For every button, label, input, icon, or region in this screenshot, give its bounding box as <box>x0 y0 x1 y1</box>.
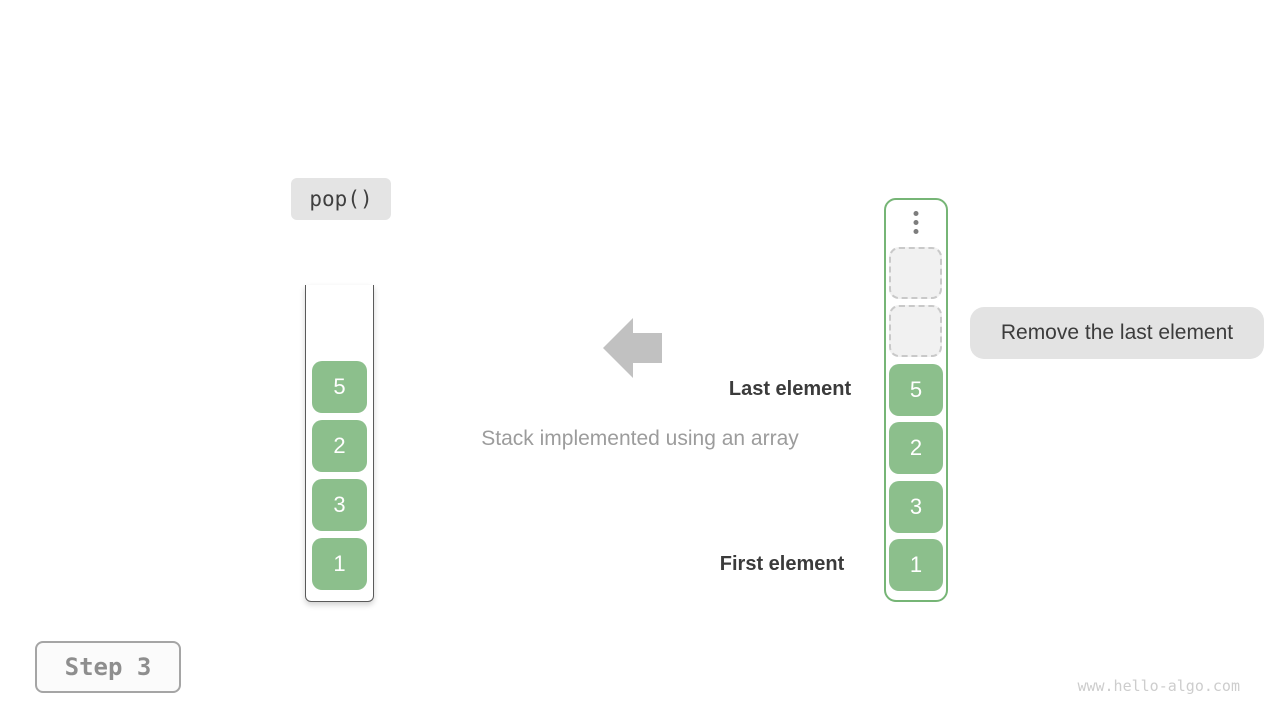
stack-element: 1 <box>312 538 367 590</box>
empty-array-slot <box>889 247 942 299</box>
empty-array-slot <box>889 305 942 357</box>
stack-container: 5 2 3 1 <box>305 285 374 602</box>
ellipsis-dot <box>913 211 919 216</box>
arrow-left-icon <box>603 318 662 378</box>
stack-element: 3 <box>312 479 367 531</box>
stack-element: 5 <box>312 361 367 413</box>
diagram-caption: Stack implemented using an array <box>481 427 799 450</box>
array-element: 5 <box>889 364 943 416</box>
remove-note-label: Remove the last element <box>970 307 1264 359</box>
arrow-shaft <box>631 333 662 363</box>
stack-element: 2 <box>312 420 367 472</box>
ellipsis-dot <box>913 229 919 234</box>
pop-operation-label: pop() <box>291 178 391 220</box>
array-element: 1 <box>889 539 943 591</box>
array-element: 2 <box>889 422 943 474</box>
ellipsis-dot <box>913 220 919 225</box>
arrow-head <box>603 318 633 378</box>
first-element-label: First element <box>719 553 845 575</box>
last-element-label: Last element <box>728 378 852 400</box>
step-badge: Step 3 <box>35 641 181 693</box>
watermark-text: www.hello-algo.com <box>1077 677 1240 695</box>
vertical-ellipsis-icon <box>913 211 919 234</box>
array-element: 3 <box>889 481 943 533</box>
array-container: 5 2 3 1 <box>884 198 948 602</box>
